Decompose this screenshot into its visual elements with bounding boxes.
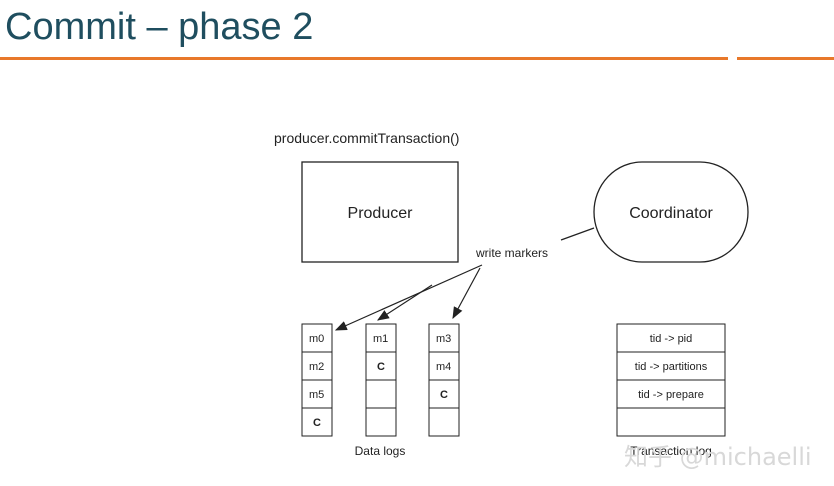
coordinator-connector [560,227,595,241]
data-log-cell [301,351,333,381]
producer-box [301,161,459,263]
slide-title: Commit – phase 2 [5,6,314,48]
transaction-log-cell [616,379,726,409]
data-log-entry: m4 [436,361,451,373]
write-marker-arrow-1 [334,264,483,331]
transaction-log-cell [616,407,726,437]
transaction-log-entry: tid -> pid [650,333,693,345]
data-log-partition-2: m1 C [365,323,397,437]
coordinator-label: Coordinator [629,205,713,222]
write-marker-arrow-2 [376,284,433,321]
write-marker-arrow-3 [452,267,481,320]
data-log-partition-3: m3 m4 C [428,323,460,437]
write-markers-label: write markers [475,246,548,260]
transaction-log-entry: tid -> prepare [638,389,704,401]
commit-marker: C [377,361,385,373]
data-log-cell [428,323,460,353]
producer-label: Producer [348,205,414,222]
watermark: 知乎 @michaelli [624,443,812,471]
data-log-entry: m5 [309,389,324,401]
data-log-partition-1: m0 m2 m5 C [301,323,333,437]
title-underline-tail [737,57,834,60]
transaction-log-cell [616,323,726,353]
data-log-entry: m3 [436,333,451,345]
transaction-log-entry: tid -> partitions [635,361,708,373]
transaction-log-cell [616,351,726,381]
data-log-entry: m0 [309,333,324,345]
title-underline [0,57,728,60]
data-logs-label: Data logs [355,444,406,458]
data-log-entry: m2 [309,361,324,373]
data-log-cell [301,407,333,437]
commit-transaction-caption: producer.commitTransaction() [274,130,459,146]
commit-marker: C [313,417,321,429]
commit-marker: C [440,389,448,401]
data-log-entry: m1 [373,333,388,345]
data-log-cell [301,323,333,353]
transaction-log: tid -> pid tid -> partitions tid -> prep… [616,323,726,437]
data-log-cell [365,379,397,409]
data-log-cell [365,407,397,437]
transaction-log-label: Transaction log [630,444,712,458]
coordinator-box [593,161,749,263]
data-log-cell [428,407,460,437]
data-log-cell [428,379,460,409]
